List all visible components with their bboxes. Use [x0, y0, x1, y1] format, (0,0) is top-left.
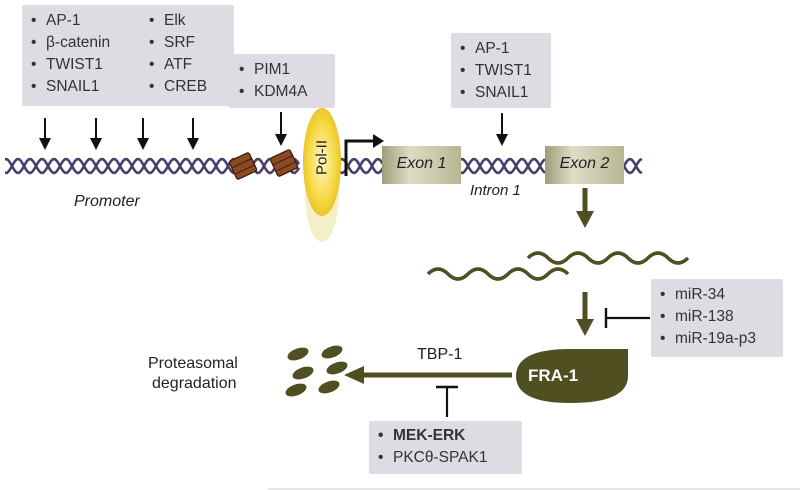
mirna-inhibition — [604, 308, 650, 328]
promoter-arrow — [39, 118, 51, 150]
exon-2-label: Exon 2 — [559, 155, 610, 172]
factor-item: SNAIL1 — [460, 82, 532, 104]
factor-item: ATF — [149, 54, 207, 76]
mrna-strand — [526, 251, 690, 265]
dna-strand-a — [5, 157, 643, 175]
nucleosome-icon — [228, 152, 258, 180]
kinase-inhibition — [436, 385, 458, 417]
exon-2-box — [545, 146, 624, 184]
promoter-factors-box: AP-1 β-catenin TWIST1 SNAIL1 Elk SRF ATF… — [22, 5, 234, 106]
promoter-arrow — [90, 118, 102, 150]
pol2-icon — [303, 108, 341, 242]
nucleosome-icon — [269, 149, 299, 177]
factor-item: CREB — [149, 76, 207, 98]
proteasomal-label: Proteasomal degradation — [148, 354, 238, 394]
factor-item: SNAIL1 — [31, 76, 110, 98]
fra1-protein-shape — [516, 349, 628, 403]
kinase-box: MEK-ERK PKCθ-SPAK1 — [369, 421, 522, 474]
mirna-box: miR-34 miR-138 miR-19a-p3 — [651, 279, 783, 357]
promoter-arrow — [187, 118, 199, 150]
factor-item: TWIST1 — [31, 54, 110, 76]
exon-1-box — [382, 146, 461, 184]
degradation-arrow — [344, 366, 512, 384]
factor-item: SRF — [149, 32, 207, 54]
proteasomal-label-line-2: degradation — [152, 375, 237, 392]
chromatin-factors-box: PIM1 KDM4A — [229, 54, 335, 108]
factor-item: PIM1 — [239, 59, 307, 81]
chromatin-arrow — [275, 112, 287, 146]
promoter-label: Promoter — [74, 193, 140, 210]
promoter-arrow — [137, 118, 149, 150]
intron-arrow — [496, 113, 508, 146]
proteasomal-label-line-1: Proteasomal — [148, 355, 238, 372]
factor-item: β-catenin — [31, 32, 110, 54]
mrna-strand — [426, 267, 570, 281]
factor-item: Elk — [149, 10, 207, 32]
fra1-label: FRA-1 — [528, 366, 579, 385]
mirna-item: miR-19a-p3 — [660, 328, 756, 350]
factor-item: TWIST1 — [460, 60, 532, 82]
tss-arrow-icon — [344, 139, 374, 176]
kinase-item: PKCθ-SPAK1 — [378, 447, 487, 469]
tbp1-label: TBP-1 — [417, 346, 463, 363]
degraded-fragments-icon — [285, 345, 348, 397]
pol2-label: Pol-II — [313, 140, 331, 176]
factor-item: KDM4A — [239, 81, 307, 103]
factor-item: AP-1 — [31, 10, 110, 32]
intron-1-label: Intron 1 — [470, 182, 521, 199]
mirna-item: miR-34 — [660, 284, 756, 306]
transcription-arrow — [576, 188, 594, 228]
factor-item: AP-1 — [460, 38, 532, 60]
kinase-item: MEK-ERK — [378, 425, 487, 447]
dna-helix — [5, 157, 643, 175]
intron-factors-box: AP-1 TWIST1 SNAIL1 — [451, 33, 551, 108]
dna-strand-b — [5, 157, 643, 175]
mirna-item: miR-138 — [660, 306, 756, 328]
translation-arrow — [576, 292, 594, 336]
exon-1-label: Exon 1 — [396, 155, 447, 172]
